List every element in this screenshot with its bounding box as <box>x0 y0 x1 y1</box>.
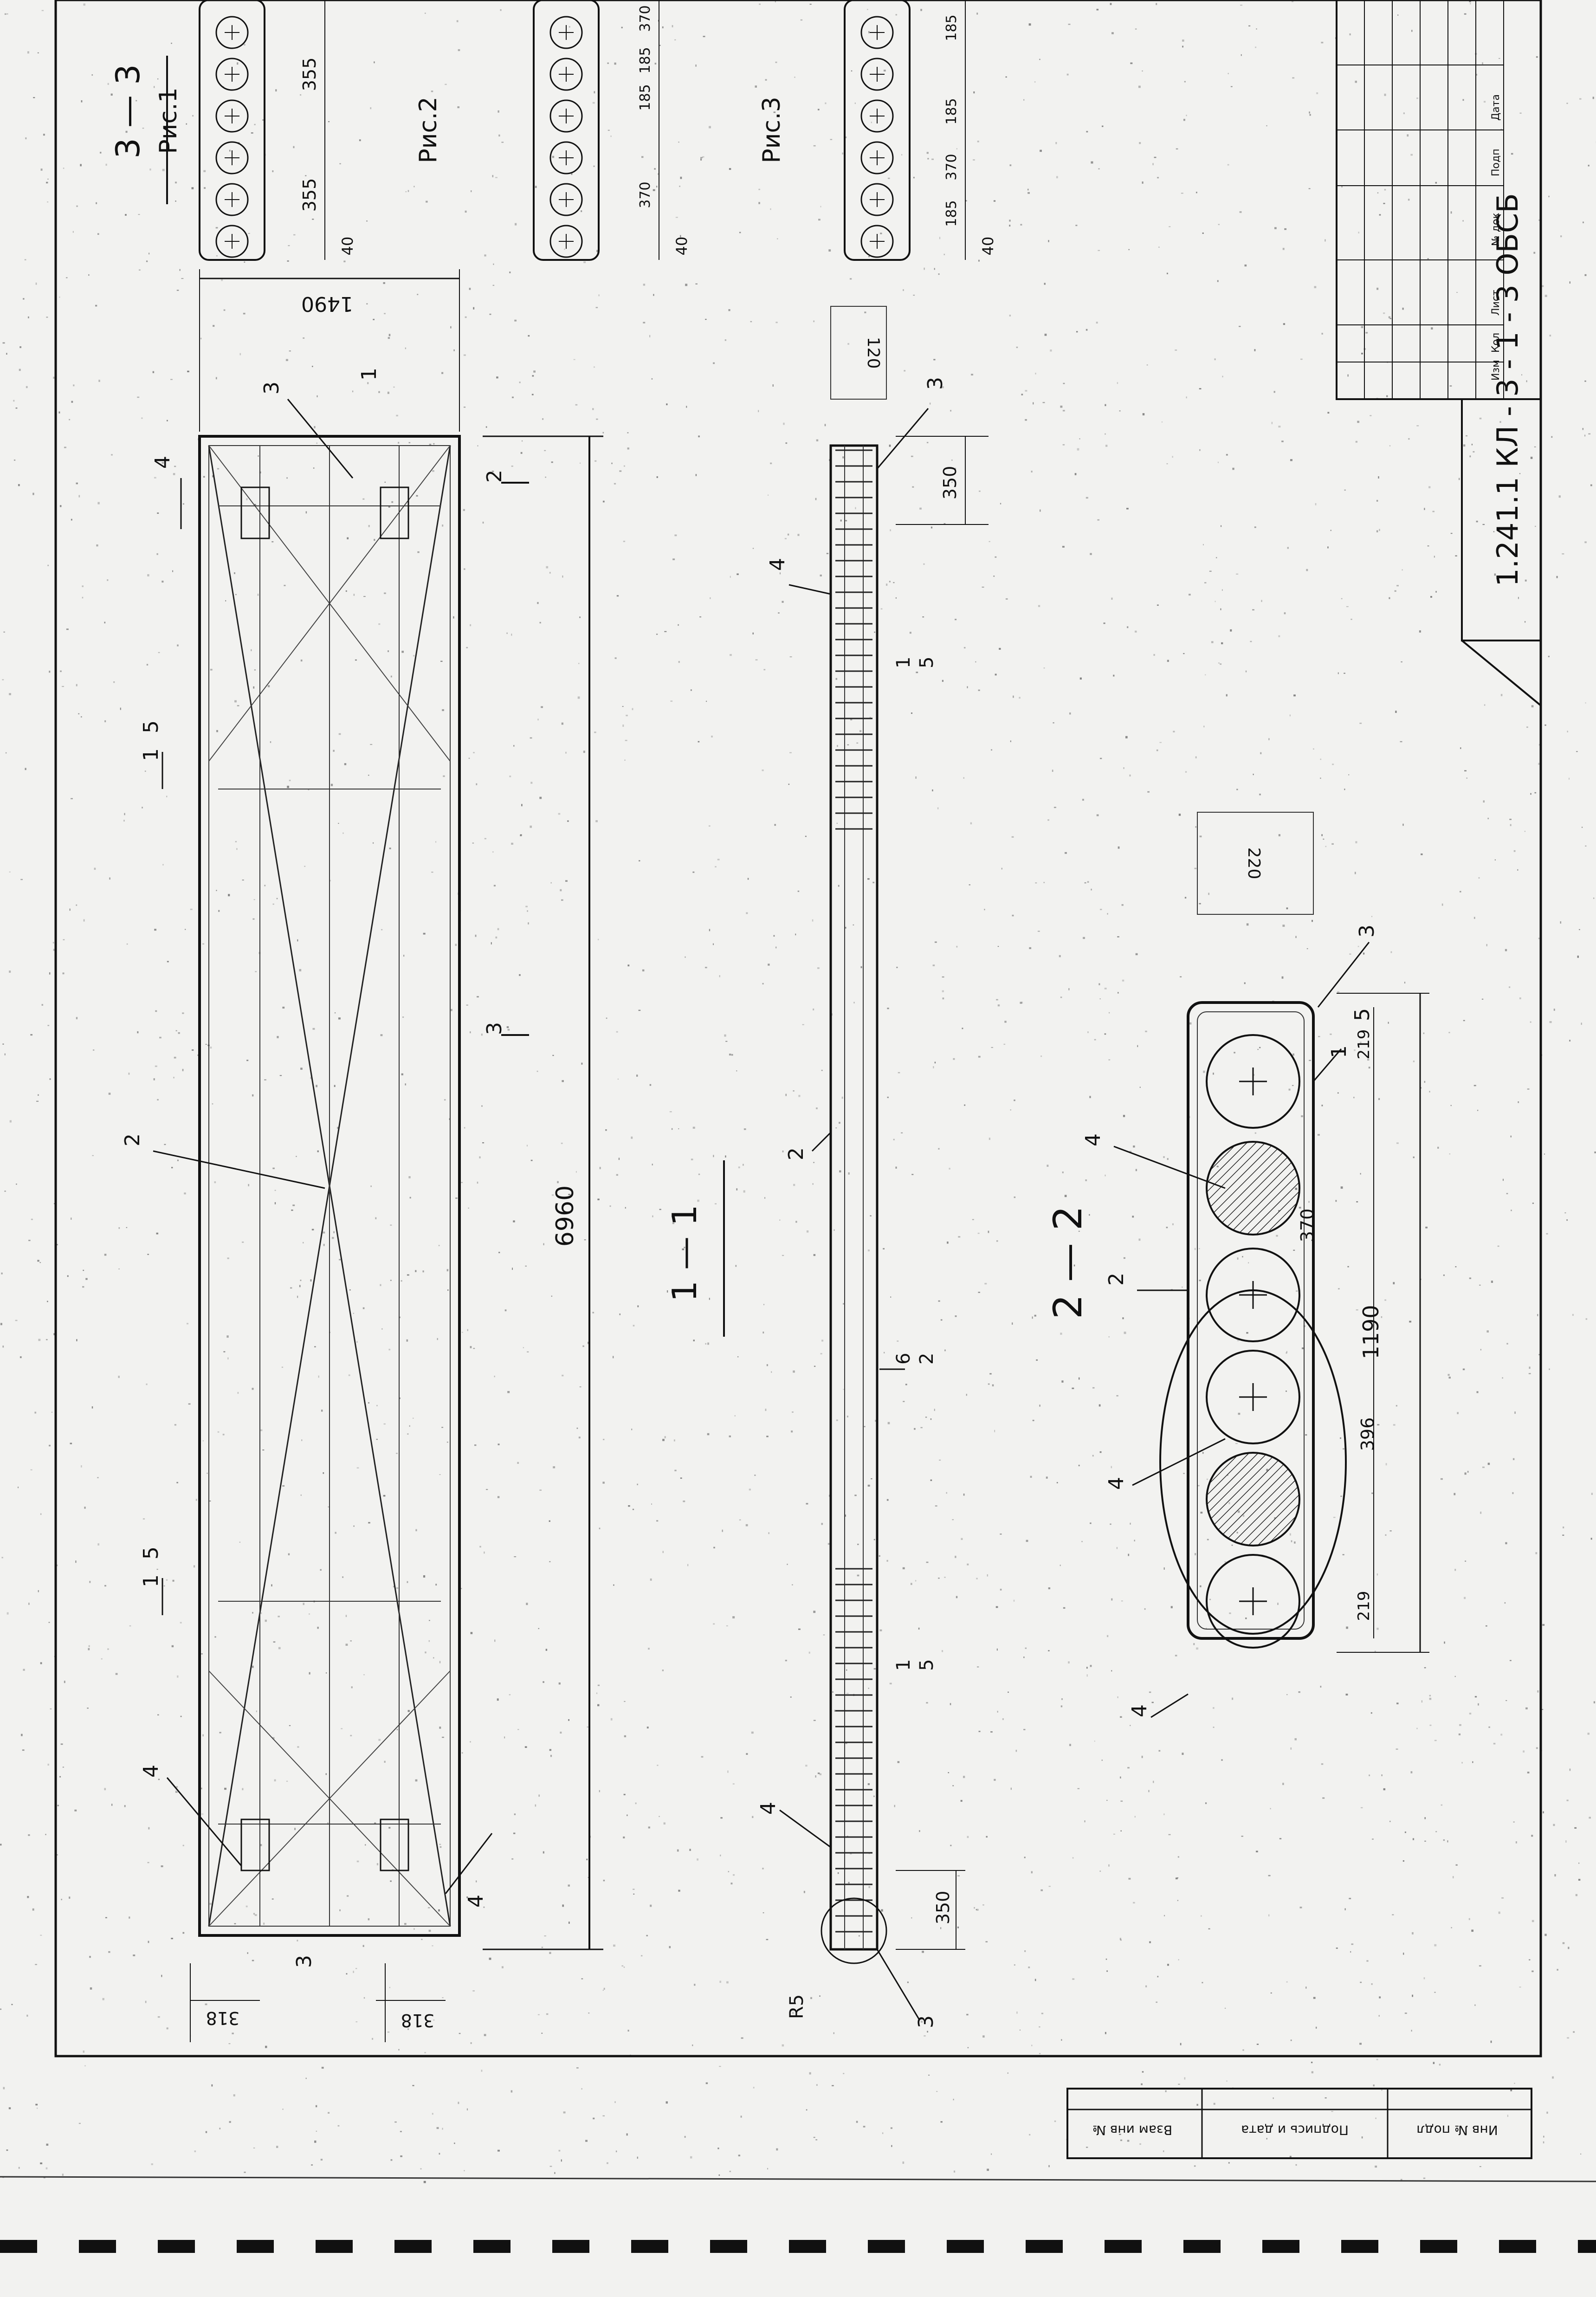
sec-callout-1a: 1 <box>893 657 914 668</box>
xs-callout-4: 4 <box>1081 1133 1105 1146</box>
fig3-dim-185c: 185 <box>943 200 960 226</box>
fig3-dim-370: 370 <box>943 154 960 180</box>
sec-callout-2: 2 <box>784 1147 808 1160</box>
dim-sec-219a: 219 <box>1355 1029 1373 1060</box>
sec-callout-1b: 1 <box>893 1659 914 1671</box>
cut-label-1b: 1 <box>139 1574 163 1587</box>
sec-callout-4: 4 <box>766 558 789 571</box>
xs-callout-3: 3 <box>1355 925 1379 938</box>
dim-120: 120 <box>864 337 883 369</box>
fig2-dim-185b: 185 <box>637 84 653 110</box>
margin-sign-date: Подпись и дата <box>1241 2122 1349 2138</box>
stamp-col-podp: Подп <box>1490 149 1502 176</box>
cut-label-5a: 5 <box>139 720 163 733</box>
cut-label-5b: 5 <box>139 1546 163 1559</box>
sec-callout-3: 3 <box>924 377 947 390</box>
filled-core <box>1207 1142 1299 1235</box>
fig2-dim-40: 40 <box>673 237 691 256</box>
dim-length: 6960 <box>551 1185 579 1247</box>
cut-marker-3: 3 <box>483 1022 506 1035</box>
dim-sec-220: 220 <box>1244 848 1263 880</box>
figure-2-label: Рис.2 <box>414 97 442 163</box>
sec-callout-4b: 4 <box>756 1802 780 1815</box>
fig1-dim-355a: 355 <box>299 58 320 91</box>
sec-callout-6: 6 <box>893 1353 914 1365</box>
section-2-2-title: 2 — 2 <box>1045 1206 1091 1319</box>
figure-3-label: Рис.3 <box>758 97 786 163</box>
margin-inv-replace: Взам инв № <box>1092 2122 1172 2138</box>
sec-callout-5a: 5 <box>916 657 937 668</box>
dim-sec-396: 396 <box>1357 1417 1378 1451</box>
section-3-3-title: 3 — 3 <box>109 64 147 159</box>
dim-sec-1190: 1190 <box>1358 1305 1383 1359</box>
dim-350-right: 350 <box>940 466 960 500</box>
callout-4-left: 4 <box>139 1765 163 1778</box>
cut-label-1a: 1 <box>139 748 163 761</box>
fig2-dim-185a: 185 <box>637 47 653 73</box>
fig3-dim-40: 40 <box>979 237 997 256</box>
cut-marker-1: 1 <box>357 368 381 381</box>
fig3-dim-185a: 185 <box>943 14 960 41</box>
drawing-code: 1.241.1 КЛ - 3 - 1 - 3 ОБСБ <box>1491 193 1525 587</box>
section-1-1-title: 1 — 1 <box>665 1204 704 1301</box>
callout-4-right: 4 <box>464 1895 488 1908</box>
callout-2-top: 2 <box>121 1133 144 1146</box>
sec-callout-r5: R5 <box>786 1994 808 2019</box>
dim-sec-219b: 219 <box>1355 1591 1373 1621</box>
xs-callout-2: 2 <box>1105 1273 1128 1286</box>
dim-end-right: 318 <box>401 2010 435 2031</box>
stamp-col-date: Дата <box>1490 94 1502 121</box>
dim-sec-370: 370 <box>1297 1209 1318 1242</box>
xs-callout-4b: 4 <box>1105 1477 1128 1490</box>
callout-4-top: 4 <box>151 456 174 469</box>
filled-core <box>1207 1453 1299 1546</box>
sec-callout-7: 2 <box>916 1353 937 1365</box>
dim-350-left: 350 <box>933 1891 953 1925</box>
fig2-dim-370a: 370 <box>637 5 653 32</box>
fig1-dim-355b: 355 <box>299 178 320 212</box>
xs-callout-4c: 4 <box>1128 1704 1151 1717</box>
margin-inv-orig: Инв № подл <box>1416 2122 1498 2138</box>
fig2-dim-370b: 370 <box>637 181 653 208</box>
sec-callout-5b: 5 <box>916 1659 937 1671</box>
dim-width: 1490 <box>301 292 353 316</box>
callout-3-left: 3 <box>292 1955 316 1968</box>
cut-marker-2: 2 <box>483 470 506 483</box>
callout-3-top: 3 <box>260 382 284 395</box>
fig1-dim-40: 40 <box>339 237 356 256</box>
figure-1-label: Рис.1 <box>155 87 182 154</box>
fig3-dim-185b: 185 <box>943 98 960 124</box>
xs-callout-5: 5 <box>1350 1008 1374 1021</box>
dim-end-left: 318 <box>206 2008 240 2028</box>
